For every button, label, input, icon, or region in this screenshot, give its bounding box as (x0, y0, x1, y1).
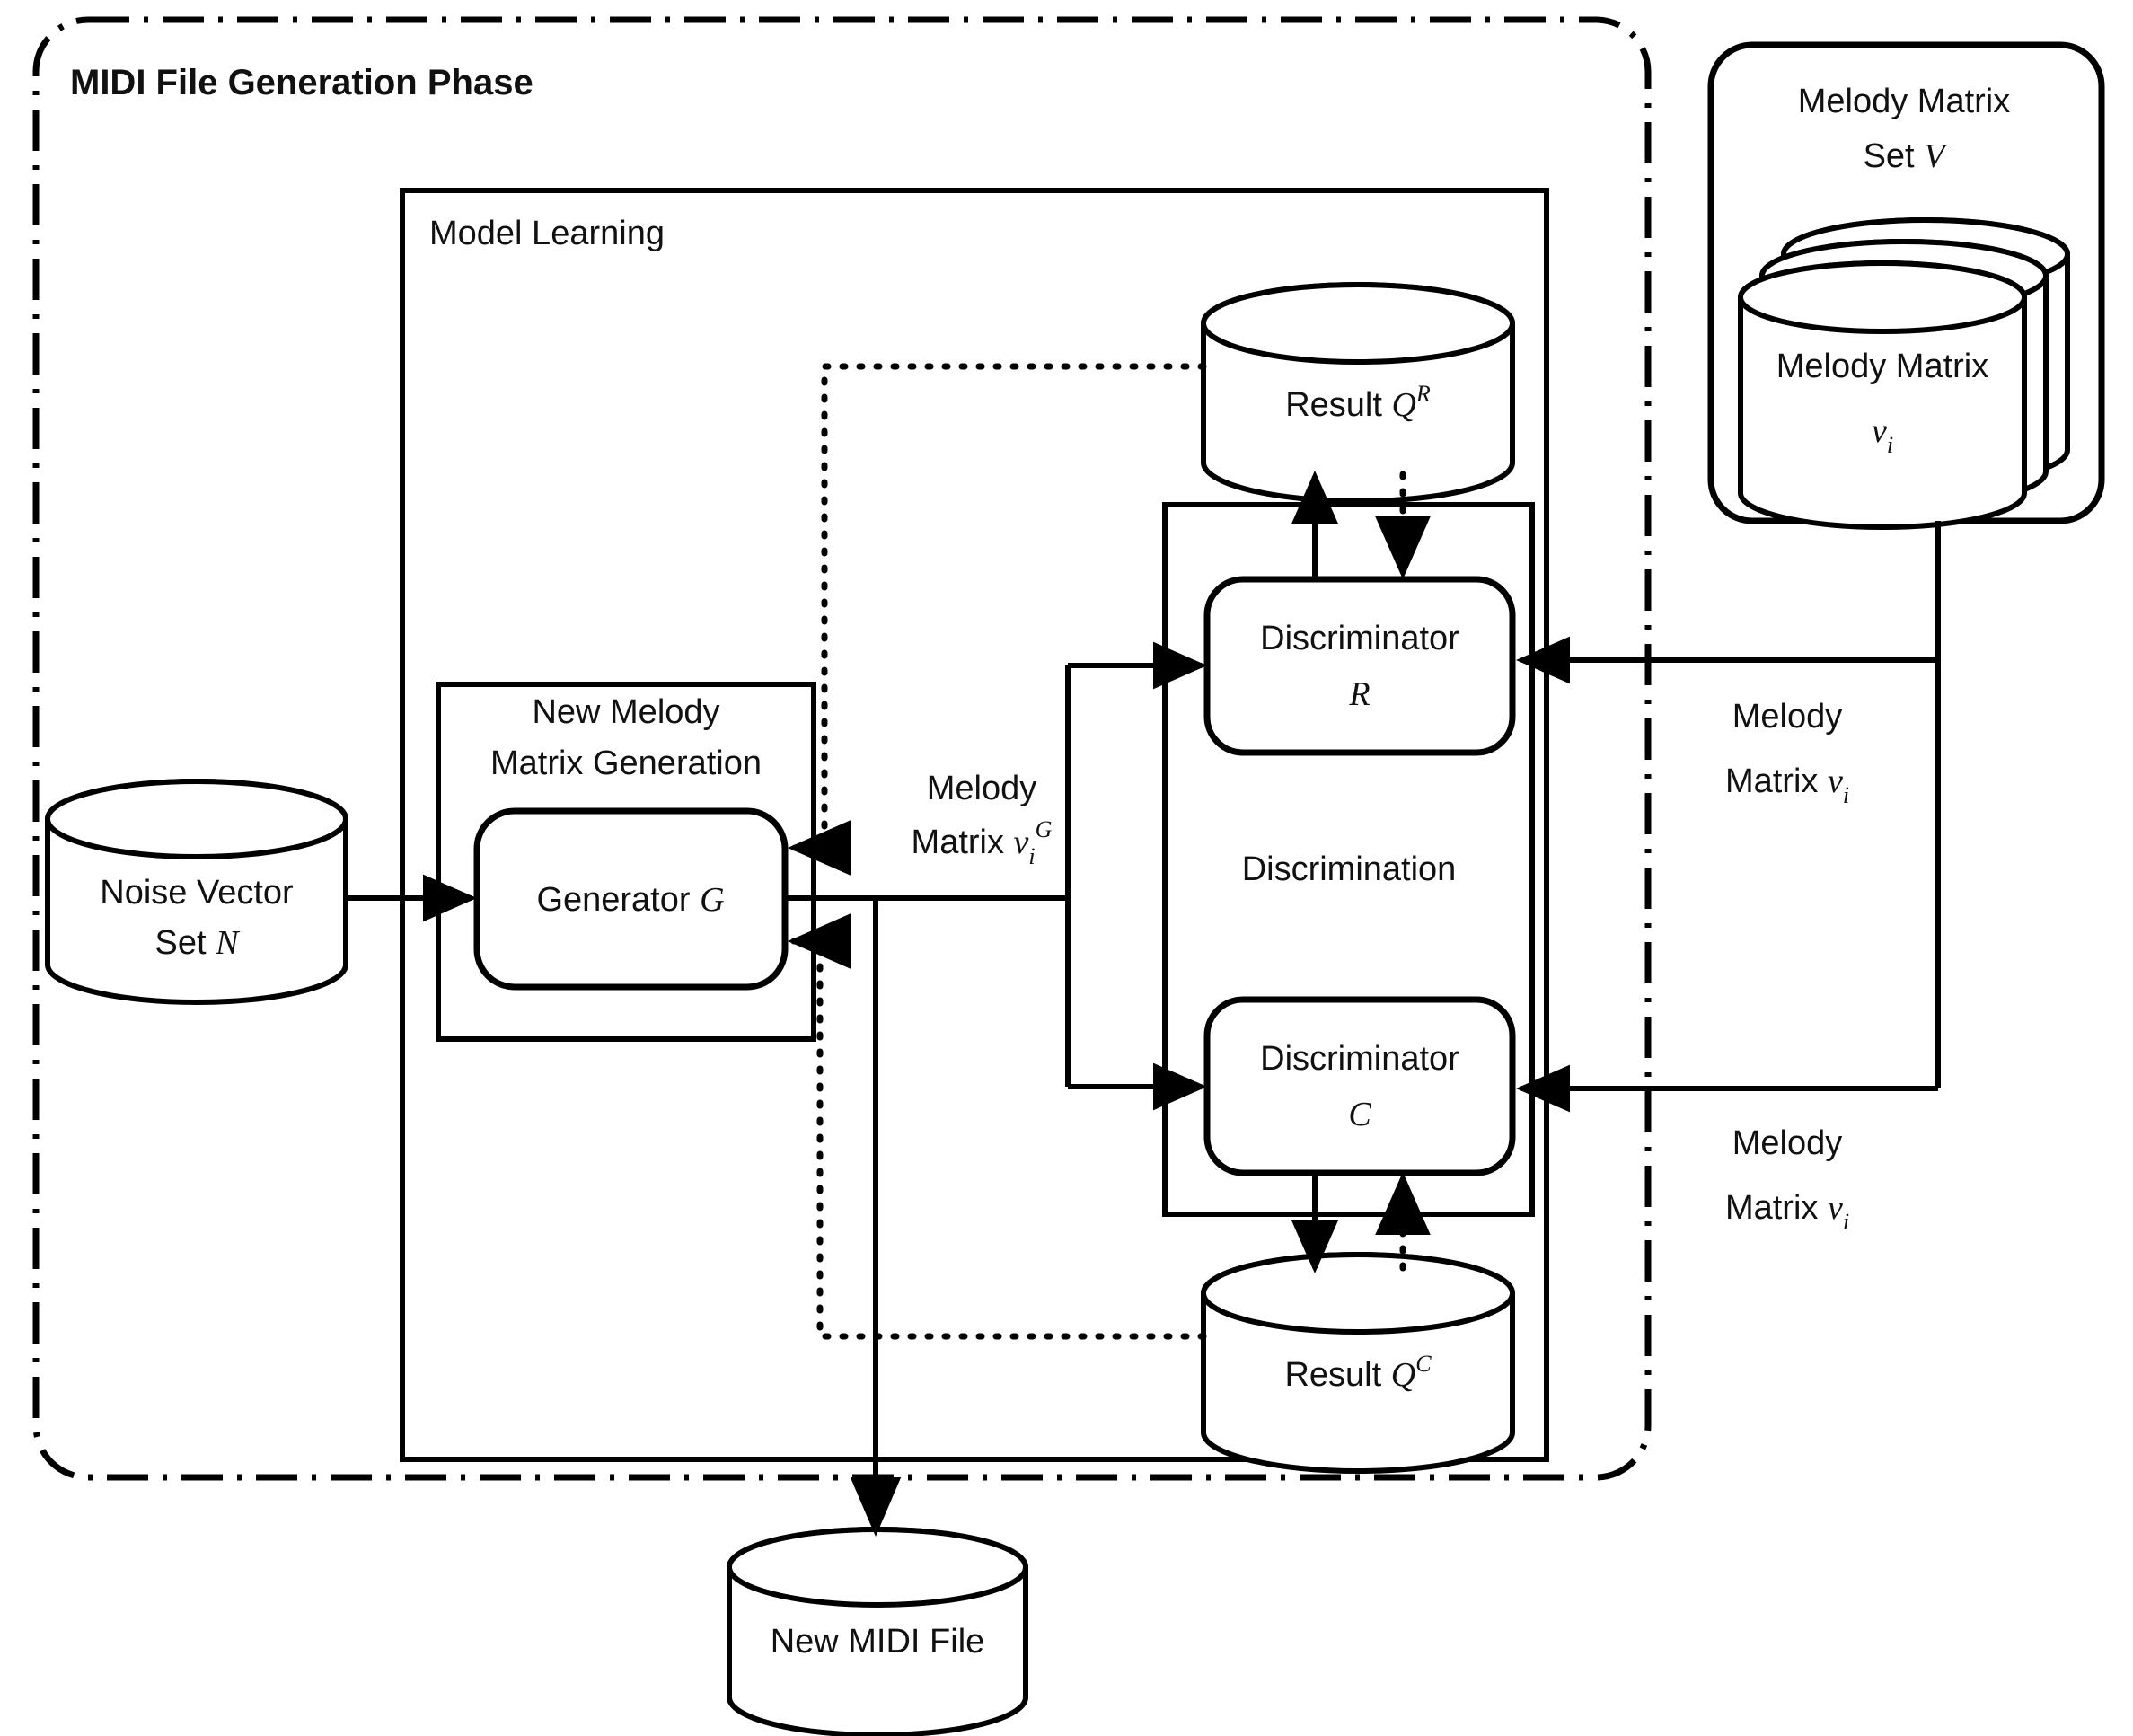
melody-matrix-set-label-line1: Melody Matrix (1798, 83, 2011, 120)
edge-label-generator-output-line2: Matrix viG (912, 816, 1053, 869)
melody-matrix-cylinder (1738, 260, 2027, 530)
model-learning-box (400, 188, 1549, 1462)
edge-label-melody-matrix-bottom-line2: Matrix vi (1725, 1189, 1849, 1235)
discrimination-box (1162, 502, 1535, 1217)
discriminator-c-label-line1: Discriminator (1260, 1040, 1459, 1078)
edge-label-melody-matrix-top-line1: Melody (1732, 698, 1843, 736)
generator-label: Generator G (536, 881, 724, 919)
discriminator-r-label-symbol: R (1348, 675, 1370, 713)
result-qc-label: Result QC (1284, 1351, 1432, 1394)
phase-title: MIDI File Generation Phase (70, 63, 533, 102)
new-midi-file-label: New MIDI File (771, 1623, 985, 1661)
edge-label-melody-matrix-bottom-line1: Melody (1732, 1124, 1843, 1162)
noise-vector-label-line2: Set N (155, 924, 242, 962)
melody-matrix-inner-label-line2: vi (1872, 412, 1893, 458)
new-midi-file-cylinder (727, 1527, 1028, 1736)
edge-label-melody-matrix-top-line2: Matrix vi (1725, 762, 1849, 808)
melody-matrix-inner-label-line1: Melody Matrix (1776, 348, 1989, 385)
melody-matrix-set-label-line2: Set V (1864, 137, 1949, 175)
edge-label-generator-output-line1: Melody (927, 770, 1037, 807)
noise-vector-label-line1: Noise Vector (100, 874, 294, 912)
edge-feedback-qc-to-generator (788, 913, 1207, 1340)
model-learning-label: Model Learning (429, 215, 665, 252)
new-melody-matrix-generation-label-line2: Matrix Generation (490, 745, 762, 782)
phase-boundary (32, 16, 1652, 1481)
discriminator-c-box (1203, 996, 1516, 1176)
discriminator-c-label-symbol: C (1348, 1096, 1371, 1133)
discriminator-r-label-line1: Discriminator (1260, 620, 1459, 657)
discrimination-label: Discrimination (1242, 850, 1457, 888)
discriminator-r-box (1203, 576, 1516, 756)
noise-vector-cylinder (45, 779, 348, 1005)
edge-feedback-qr-to-generator (788, 363, 1207, 876)
new-melody-matrix-generation-label-line1: New Melody (532, 693, 719, 731)
result-qc-cylinder (1201, 1252, 1515, 1474)
result-qr-cylinder (1201, 282, 1515, 504)
result-qr-label: Result QR (1285, 381, 1431, 424)
